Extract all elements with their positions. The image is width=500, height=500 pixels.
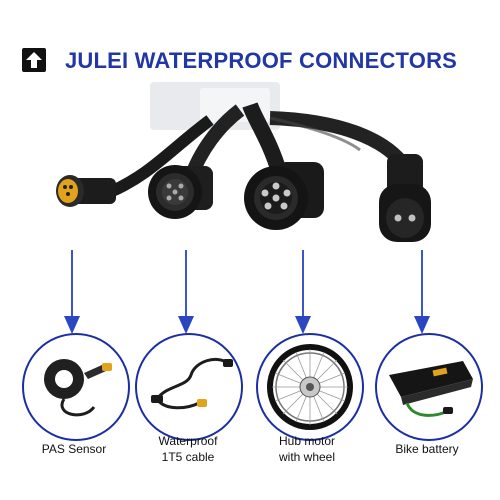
item-caption: PAS Sensor <box>19 441 129 457</box>
caption-line: Hub motor <box>278 434 336 448</box>
battery-icon <box>375 333 483 441</box>
connectors-photo <box>0 80 500 260</box>
page-title: JULEI WATERPROOF CONNECTORS <box>65 48 458 73</box>
cable-connector <box>145 158 215 228</box>
pas-connector <box>52 172 122 212</box>
item-caption: Bike battery <box>372 441 482 457</box>
cable-icon <box>135 333 243 441</box>
six-pin-connector <box>240 158 330 238</box>
caption-line: with wheel <box>278 450 336 464</box>
caption-line: Bike battery <box>395 442 459 456</box>
arrow-down-icon <box>295 250 311 339</box>
upload-arrow-icon <box>22 48 46 72</box>
wheel-icon <box>256 333 364 441</box>
caption-line: PAS Sensor <box>41 442 107 456</box>
arrow-down-icon <box>414 250 430 339</box>
item-caption: Hub motor with wheel <box>252 433 362 465</box>
arrow-down-icon <box>178 250 194 339</box>
caption-line: Waterproof <box>158 434 218 448</box>
battery-connector <box>365 150 445 250</box>
pas-sensor-icon <box>22 333 130 441</box>
caption-line: 1T5 cable <box>161 450 215 464</box>
header: JULEI WATERPROOF CONNECTORS <box>22 48 482 74</box>
arrow-down-icon <box>64 250 80 339</box>
item-caption: Waterproof 1T5 cable <box>133 433 243 465</box>
